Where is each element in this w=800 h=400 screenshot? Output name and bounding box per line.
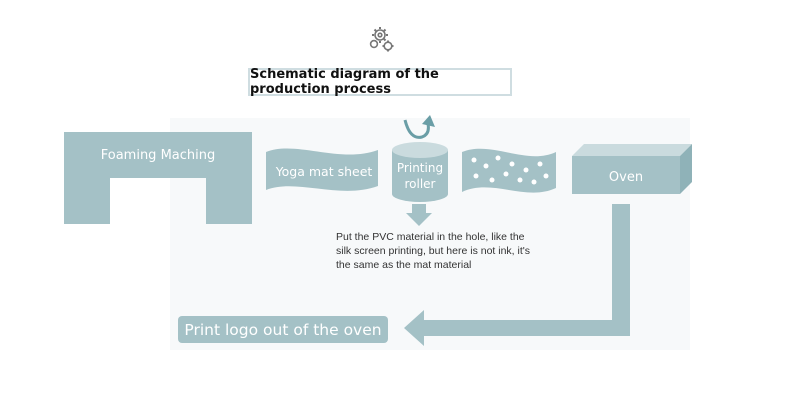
print-logo-step: Print logo out of the oven	[178, 316, 388, 343]
diagram-title: Schematic diagram of the production proc…	[248, 67, 512, 97]
curved-arrow-icon	[403, 115, 435, 139]
printed-sheet-shape	[462, 148, 556, 193]
process-note-line3: the same as the mat material	[336, 259, 472, 271]
printing-roller-label-line2: roller	[404, 177, 436, 191]
printing-roller-shape	[392, 142, 448, 202]
yoga-mat-sheet-shape	[266, 148, 378, 191]
gears-icon	[369, 27, 394, 52]
foaming-machine-shape	[64, 132, 252, 224]
return-arrow	[404, 204, 630, 346]
oven-label: Oven	[608, 169, 644, 185]
printing-roller-label: Printing roller	[390, 157, 450, 195]
printing-roller-label-line1: Printing	[396, 161, 444, 175]
yoga-mat-sheet-label: Yoga mat sheet	[275, 163, 373, 179]
process-note: Put the PVC material in the hole, like t…	[336, 230, 566, 272]
foaming-machine-label: Foaming Maching	[100, 147, 216, 163]
process-note-line1: Put the PVC material in the hole, like t…	[336, 231, 525, 243]
process-note-line2: silk screen printing, but here is not in…	[336, 245, 531, 257]
down-arrow-icon	[406, 204, 432, 226]
oven-shape	[572, 144, 692, 194]
